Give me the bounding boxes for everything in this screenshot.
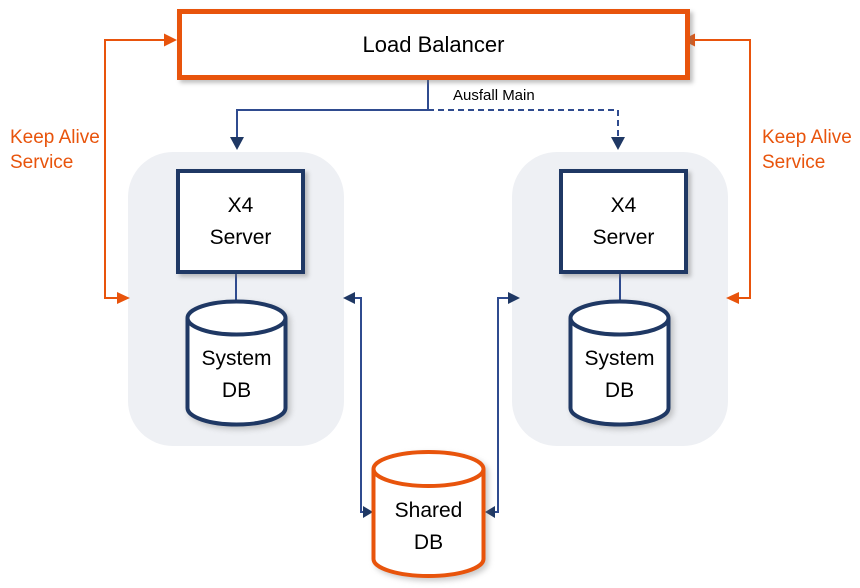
load-balancer-node: Load Balancer — [177, 9, 690, 80]
database-cylinder-icon — [568, 299, 671, 427]
ausfall-main-label: Ausfall Main — [453, 87, 535, 104]
edge-lb-to-left-server — [230, 70, 429, 150]
edge-lb-to-right-server-failover — [428, 109, 625, 150]
load-balancer-label: Load Balancer — [362, 31, 505, 57]
x4-server-left-label: X4 Server — [209, 193, 272, 249]
system-db-left-node: System DB — [185, 299, 288, 427]
shared-db-node: Shared DB — [371, 449, 486, 579]
x4-server-right-label: X4 Server — [592, 193, 655, 249]
shared-db-label: Shared DB — [394, 499, 463, 554]
keep-alive-service-right-label: Keep Alive Service — [762, 127, 852, 173]
edge-left-cluster-shared-db — [343, 292, 373, 518]
x4-server-right-node: X4 Server — [559, 169, 688, 274]
database-cylinder-icon — [371, 450, 486, 578]
system-db-right-label: System DB — [584, 347, 655, 402]
database-cylinder-icon — [185, 299, 288, 427]
system-db-right-node: System DB — [568, 299, 671, 427]
system-db-left-label: System DB — [201, 347, 272, 402]
x4-server-left-node: X4 Server — [176, 169, 305, 274]
keep-alive-service-left-label: Keep Alive Service — [10, 127, 100, 173]
